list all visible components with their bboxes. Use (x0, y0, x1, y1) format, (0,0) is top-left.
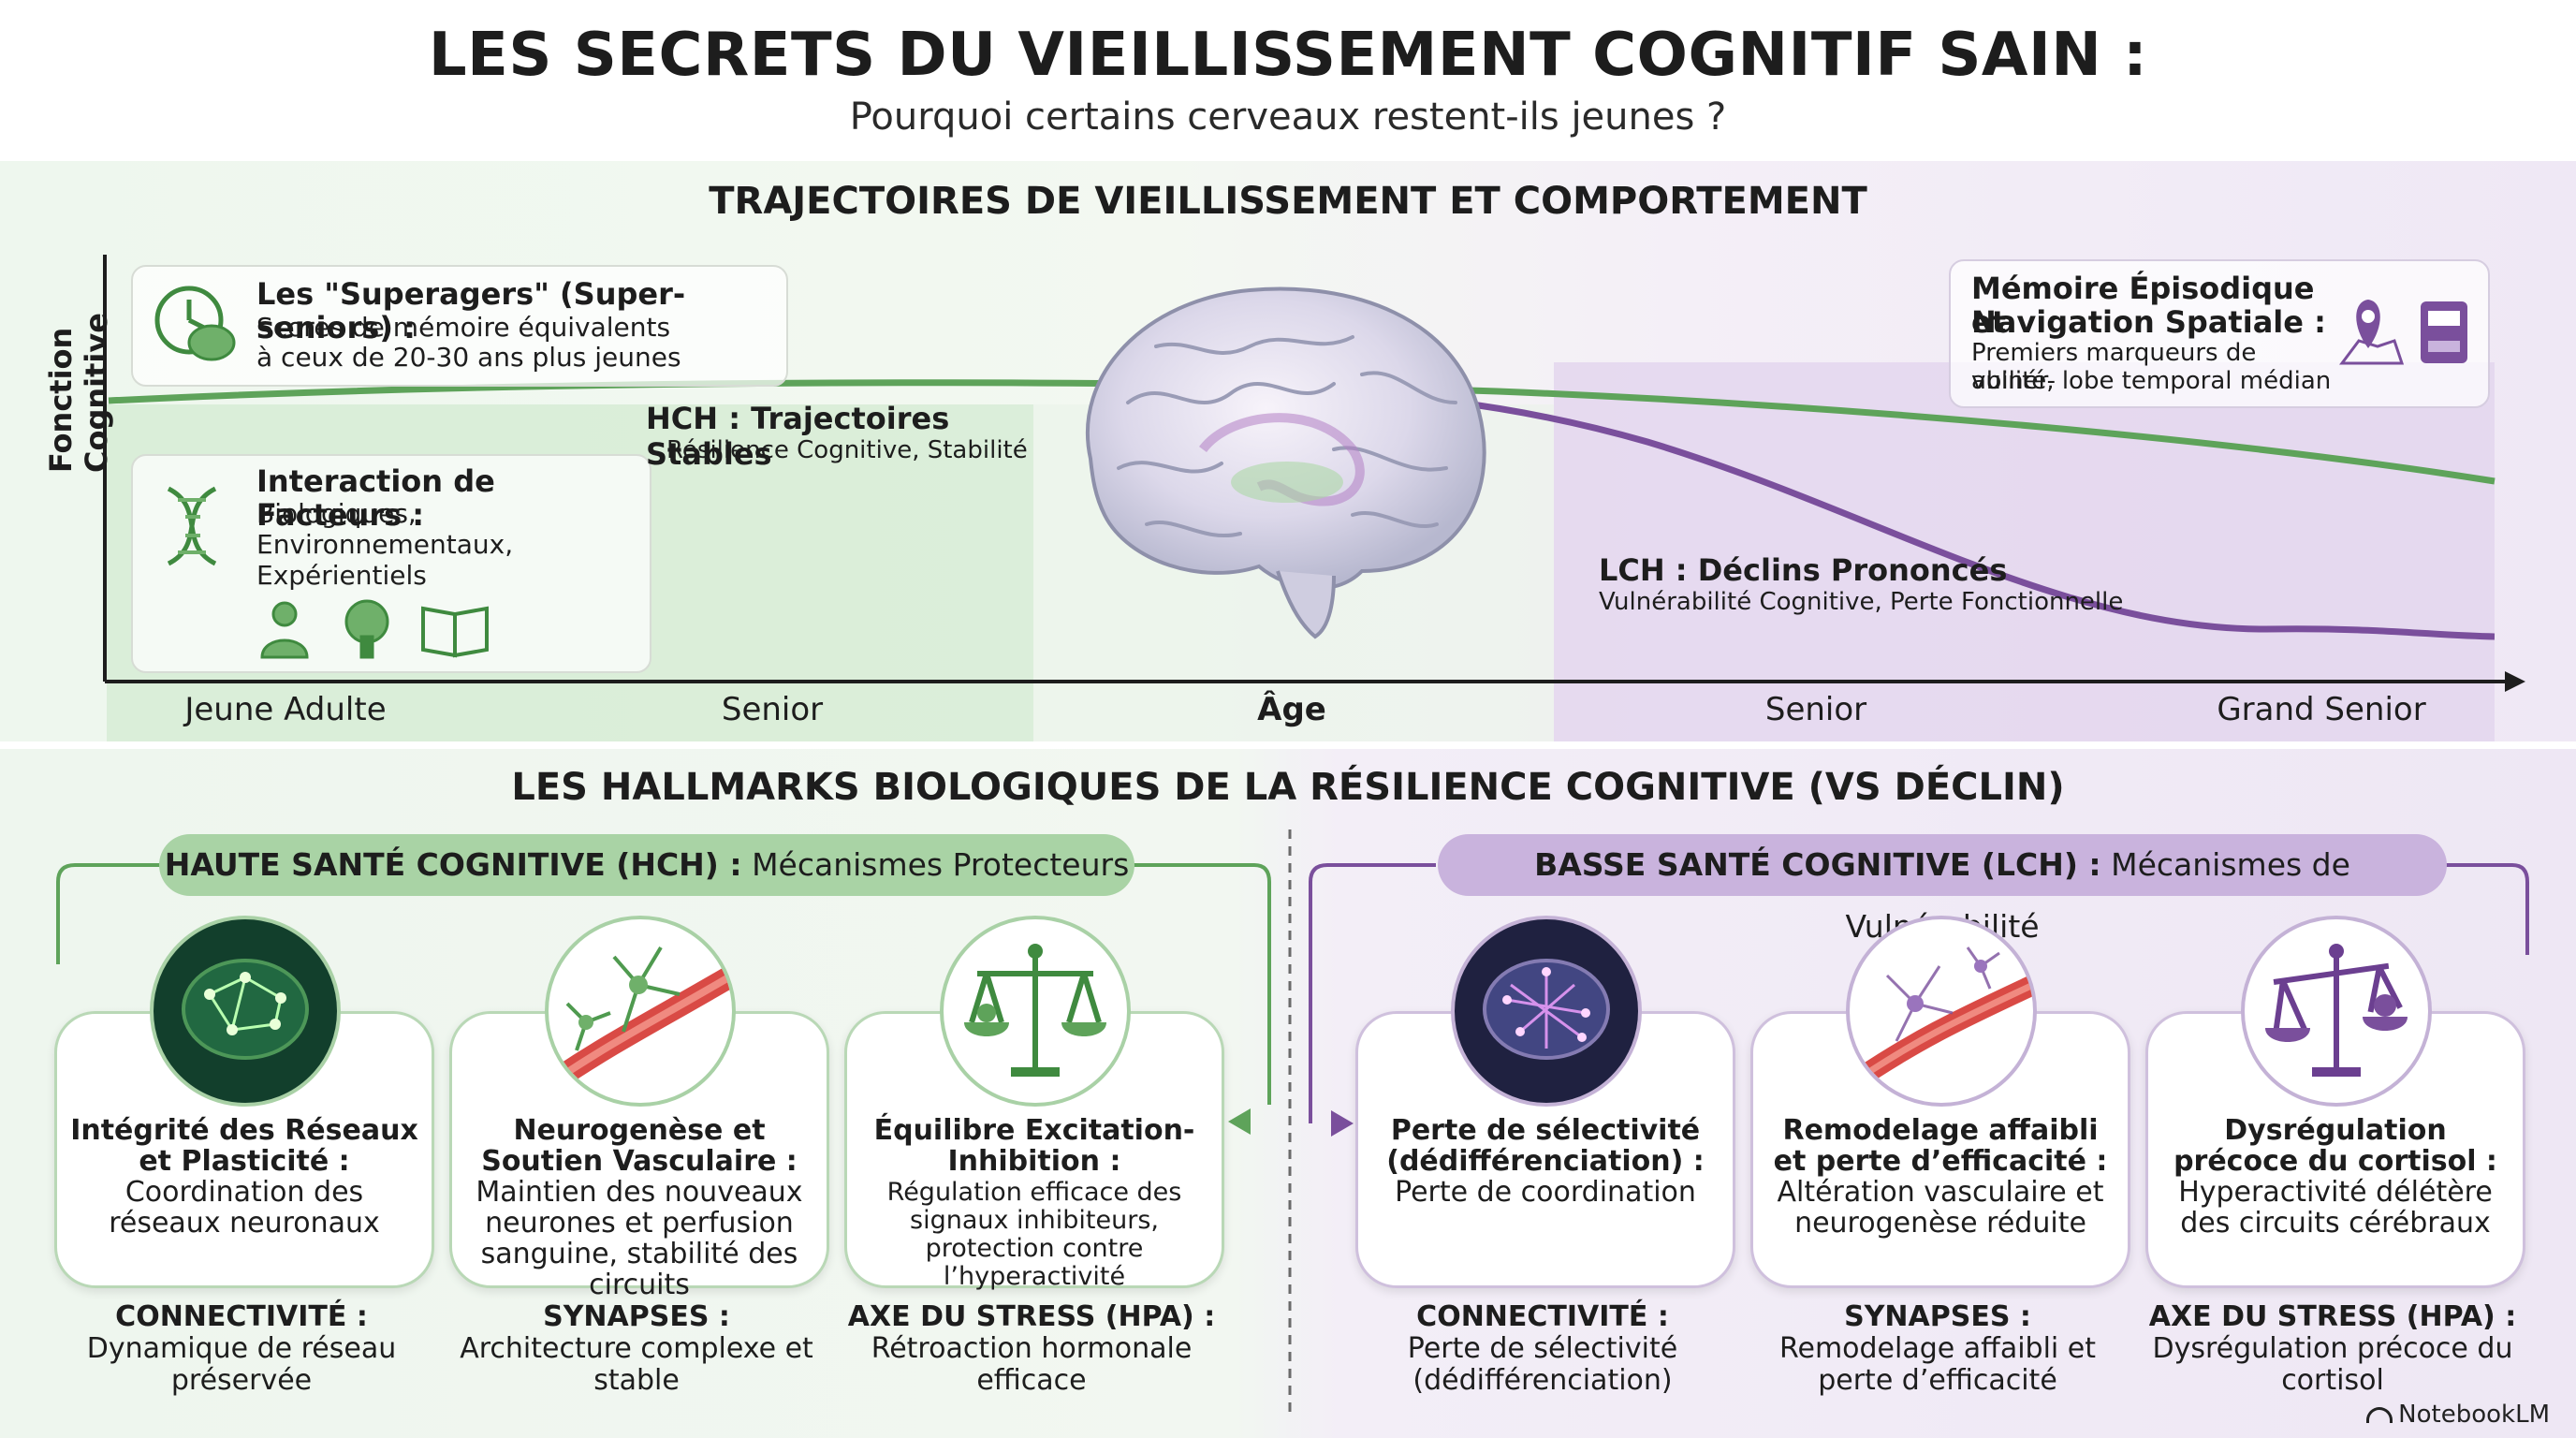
lch-label-title: LCH : Déclins Prononcés (1599, 552, 2008, 588)
subtitle: Pourquoi certains cerveaux restent-ils j… (849, 95, 1727, 139)
label-text: Dysrégulation précoce du cortisol (2152, 1332, 2513, 1397)
card-title: Dysrégulation précoce du cortisol : (2174, 1114, 2497, 1178)
episodic-line1: Premiers marqueurs de vulnér- (1971, 339, 2257, 395)
lch-pill-bold: BASSE SANTÉ COGNITIVE (LCH) : (1534, 846, 2101, 883)
factors-box (131, 454, 651, 673)
book-icon (421, 606, 489, 658)
label-text: Architecture complexe et stable (460, 1332, 813, 1397)
hch-pill-bold: HAUTE SANTÉ COGNITIVE (HCH) : (164, 846, 742, 883)
label-head: CONNECTIVITÉ : (1416, 1300, 1669, 1333)
label-text: Rétroaction hormonale efficace (871, 1332, 1193, 1397)
episodic-title-1: Mémoire Épisodique et (1971, 271, 2315, 340)
label-synapses-hch: SYNAPSES :Architecture complexe et stabl… (440, 1301, 833, 1397)
header (0, 0, 2576, 161)
circle-neuron-vessel-green (545, 916, 736, 1107)
card-title: Neurogenèse et Soutien Vasculaire : (481, 1114, 798, 1178)
label-stress-hch: AXE DU STRESS (HPA) :Rétroaction hormona… (835, 1301, 1228, 1397)
circle-balance-green (940, 916, 1131, 1107)
hch-pill-rest: Mécanismes Protecteurs (741, 846, 1130, 883)
neuron-vessel-icon (551, 946, 732, 1088)
brain-network-icon (1483, 959, 1610, 1060)
label-head: SYNAPSES : (1844, 1300, 2031, 1333)
card-text: Perte de coordination (1395, 1176, 1696, 1209)
bracket-lines (56, 829, 2529, 1414)
card-text: Hyperactivité délétère des circuits céré… (2178, 1176, 2493, 1240)
episodic-icons (2339, 300, 2467, 365)
superagers-box (131, 265, 788, 387)
episodic-memory-box (1949, 259, 2490, 408)
label-connectivity-hch: CONNECTIVITÉ :Dynamique de réseau préser… (45, 1301, 438, 1397)
label-stress-lch: AXE DU STRESS (HPA) :Dysrégulation préco… (2136, 1301, 2529, 1397)
circle-brain-network (150, 916, 341, 1107)
card-title: Perte de sélectivité (dédifférenciation)… (1386, 1114, 1705, 1178)
card-text: Altération vasculaire et neurogenèse réd… (1777, 1176, 2104, 1240)
episodic-title-2: Navigation Spatiale : (1971, 304, 2326, 340)
notebooklm-logo: NotebookLM (2366, 1401, 2550, 1429)
balance-scale-icon (2265, 944, 2408, 1077)
card-title: Remodelage affaibli et perte d’efficacit… (1773, 1114, 2108, 1178)
x-axis-arrow (2505, 671, 2525, 692)
y-axis-label: Fonction Cognitive (43, 313, 114, 473)
factors-title: Interaction de Facteurs : (256, 463, 495, 533)
hch-label-title: HCH : Trajectoires Stables (646, 401, 950, 472)
factors-line2: Environnementaux, (256, 529, 514, 560)
label-head: AXE DU STRESS (HPA) : (847, 1300, 1216, 1333)
brain-network-icon (182, 959, 309, 1060)
section2-title: LES HALLMARKS BIOLOGIQUES DE LA RÉSILIEN… (511, 766, 2065, 809)
episodic-line2: abilité, lobe temporal médian (1971, 367, 2332, 395)
memory-card-icon (2421, 301, 2467, 363)
circle-neuron-vessel-purple (1846, 916, 2037, 1107)
card-title: Intégrité des Réseaux et Plasticité : (70, 1114, 418, 1178)
section1-title: TRAJECTOIRES DE VIEILLISSEMENT ET COMPOR… (709, 180, 1867, 223)
hch-pill: HAUTE SANTÉ COGNITIVE (HCH) : Mécanismes… (159, 834, 1134, 896)
lch-pill: BASSE SANTÉ COGNITIVE (LCH) : Mécanismes… (1438, 834, 2447, 945)
logo-icon (2366, 1407, 2393, 1423)
dna-icon (167, 486, 217, 566)
label-connectivity-lch: CONNECTIVITÉ :Perte de sélectivité (dédi… (1346, 1301, 1739, 1397)
factors-line3: Expérientiels (256, 560, 427, 591)
label-text: Perte de sélectivité (dédifférenciation) (1407, 1332, 1678, 1397)
map-pin-icon (2339, 300, 2405, 365)
card-text: Régulation efficace des signaux inhibite… (886, 1178, 1182, 1291)
label-text: Dynamique de réseau préservée (86, 1332, 397, 1397)
brain-illustration (1085, 286, 1486, 639)
main-title: LES SECRETS DU VIEILLISSEMENT COGNITIF S… (428, 21, 2148, 90)
hch-label-sub: Résilience Cognitive, Stabilité (666, 436, 1028, 464)
card-text: Maintien des nouveaux neurones et perfus… (476, 1176, 803, 1301)
factors-line1: Biologiques, (256, 498, 417, 529)
label-text: Remodelage affaibli et perte d’efficacit… (1778, 1332, 2097, 1397)
clock-brain-icon (154, 286, 236, 361)
tree-icon (344, 599, 389, 659)
label-synapses-lch: SYNAPSES :Remodelage affaibli et perte d… (1741, 1301, 2134, 1397)
card-title: Équilibre Excitation-Inhibition : (873, 1114, 1195, 1178)
x-label-age: Âge (1257, 691, 1326, 728)
x-label-senior-1: Senior (721, 691, 824, 728)
x-label-jeune-adulte: Jeune Adulte (184, 691, 387, 728)
superagers-line1: Scores de mémoire équivalents (256, 312, 671, 343)
circle-balance-purple (2241, 916, 2432, 1107)
x-label-grand-senior: Grand Senior (2217, 691, 2426, 728)
label-head: AXE DU STRESS (HPA) : (2148, 1300, 2517, 1333)
lch-label-sub: Vulnérabilité Cognitive, Perte Fonctionn… (1599, 588, 2124, 616)
circle-brain-dedifferentiation (1451, 916, 1642, 1107)
neuron-vessel-icon (1852, 946, 2033, 1088)
x-label-senior-2: Senior (1764, 691, 1867, 728)
superagers-title: Les "Superagers" (Super-seniors) : (256, 276, 686, 345)
card-text: Coordination des réseaux neuronaux (109, 1176, 380, 1240)
factor-icons (260, 599, 489, 659)
label-head: CONNECTIVITÉ : (115, 1300, 368, 1333)
card-body: Neurogenèse et Soutien Vasculaire : Main… (463, 1115, 815, 1300)
logo-text: NotebookLM (2398, 1401, 2550, 1429)
person-icon (260, 601, 309, 659)
superagers-line2: à ceux de 20-30 ans plus jeunes (256, 342, 681, 373)
balance-scale-icon (964, 944, 1106, 1077)
label-head: SYNAPSES : (543, 1300, 730, 1333)
